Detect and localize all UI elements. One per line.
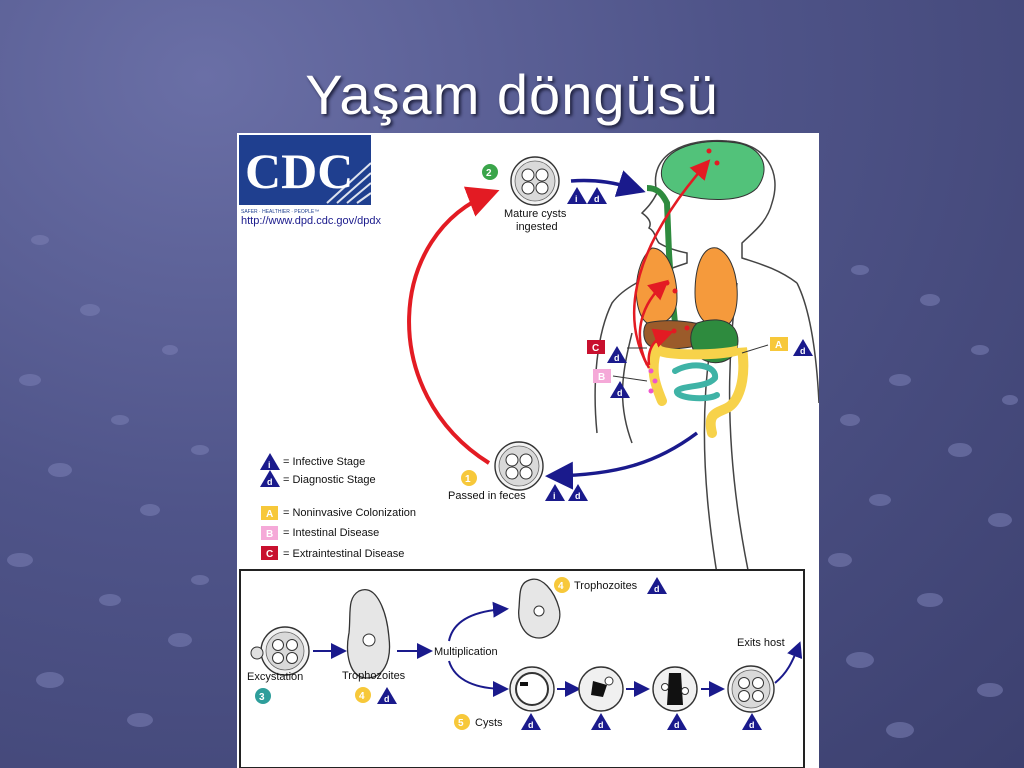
stage-4-top-number: 4 — [558, 581, 564, 592]
tag-b-letter: B — [598, 372, 605, 383]
diagnostic-symbol: d — [674, 720, 680, 730]
legend-b-letter: B — [266, 529, 273, 540]
stage-2-badge — [482, 164, 498, 180]
arrow-to-brain — [632, 159, 711, 369]
legend-b-box — [261, 526, 278, 540]
trophozoite-nucleus — [362, 633, 376, 647]
right-lung — [694, 247, 738, 327]
legend-diagnostic: = Diagnostic Stage — [283, 474, 376, 486]
slide-title: Yaşam döngüsü — [305, 63, 719, 126]
stage-1-number: 1 — [465, 474, 471, 485]
tag-b — [593, 369, 611, 383]
arrow-exits-host — [774, 641, 803, 684]
diagnostic-symbol: d — [614, 353, 620, 363]
exits-host-label: Exits host — [737, 637, 785, 649]
legend: i = Infective Stage d = Diagnostic Stage… — [260, 453, 416, 560]
multiplication-label: Multiplication — [434, 646, 498, 658]
tag-c — [587, 340, 605, 354]
tag-a-leader — [741, 344, 769, 354]
stage-1-label: Passed in feces — [448, 490, 526, 502]
tag-a — [770, 337, 788, 351]
stage-2-label-line2: ingested — [516, 221, 558, 233]
life-cycle-diagram: CDC SAFER · HEALTHIER · PEOPLE™ http://w… — [239, 135, 819, 768]
stage-4-label: Trophozoites — [342, 670, 406, 682]
cyst-stage-1 — [509, 666, 555, 712]
stage-4-badge — [355, 687, 371, 703]
stage-4-top-badge — [554, 577, 570, 593]
diagnostic-symbol: d — [749, 720, 755, 730]
stage-4-number: 4 — [359, 691, 365, 702]
cyst-stage-3 — [652, 666, 698, 712]
cyst-stage-4 — [727, 665, 775, 713]
legend-diagnostic-symbol: d — [267, 477, 273, 487]
arrow-excretion — [545, 431, 699, 490]
infective-symbol: i — [553, 491, 556, 501]
stage-3-number: 3 — [259, 692, 265, 703]
diagnostic-symbol: d — [528, 720, 534, 730]
stage-5-label: Cysts — [475, 717, 503, 729]
legend-infective-symbol: i — [268, 460, 271, 470]
diagnostic-symbol: d — [654, 584, 660, 594]
legend-a-letter: A — [266, 509, 273, 520]
tag-b-leader — [612, 375, 648, 382]
legend-extraintestinal: = Extraintestinal Disease — [283, 548, 404, 560]
diagnostic-symbol: d — [598, 720, 604, 730]
legend-noninvasive: = Noninvasive Colonization — [283, 507, 416, 519]
passed-cyst — [494, 441, 544, 491]
tag-c-letter: C — [592, 343, 599, 354]
excystation-cyst — [250, 626, 310, 676]
diagnostic-symbol: d — [594, 194, 600, 204]
diagnostic-symbol: d — [384, 694, 390, 704]
diagnostic-symbol: d — [575, 491, 581, 501]
legend-c-box — [261, 546, 278, 560]
life-cycle-figure: CDC SAFER · HEALTHIER · PEOPLE™ http://w… — [237, 133, 819, 768]
arrow-multiplication-down — [448, 660, 509, 697]
stage-3-label: Excystation — [247, 671, 303, 683]
arrow-multiplication-up — [448, 601, 509, 642]
legend-c-letter: C — [266, 549, 273, 560]
stage-4-top-label: Trophozoites — [574, 580, 638, 592]
diagnostic-symbol: d — [617, 388, 623, 398]
cdc-tagline: SAFER · HEALTHIER · PEOPLE™ — [241, 209, 319, 215]
stage-2-label-line1: Mature cysts — [504, 208, 567, 220]
arrow-to-liver — [647, 328, 674, 366]
brain — [660, 140, 765, 200]
small-intestine — [672, 362, 720, 402]
intestine-lesion-dots — [648, 368, 658, 394]
stage-2-number: 2 — [486, 168, 492, 179]
stage-5-badge — [454, 714, 470, 730]
cdc-logo: CDC — [239, 135, 372, 205]
cyst-stage-2 — [578, 666, 624, 712]
stage-3-badge — [255, 688, 271, 704]
arrow-ingestion — [570, 170, 646, 197]
stage-1-badge — [461, 470, 477, 486]
legend-a-box — [261, 506, 278, 520]
legend-intestinal: = Intestinal Disease — [283, 527, 379, 539]
stage-5-number: 5 — [458, 718, 464, 729]
source-url: http://www.dpd.cdc.gov/dpdx — [241, 215, 382, 227]
infective-symbol: i — [575, 194, 578, 204]
arrow-to-lung — [638, 279, 669, 366]
trophozoite-top-nucleus — [533, 605, 545, 617]
mature-cyst — [510, 156, 560, 206]
tag-a-letter: A — [775, 340, 782, 351]
arrow-cycle — [407, 186, 500, 465]
diagnostic-symbol: d — [800, 346, 806, 356]
cdc-logo-text: CDC — [245, 143, 353, 199]
legend-infective: = Infective Stage — [283, 456, 365, 468]
